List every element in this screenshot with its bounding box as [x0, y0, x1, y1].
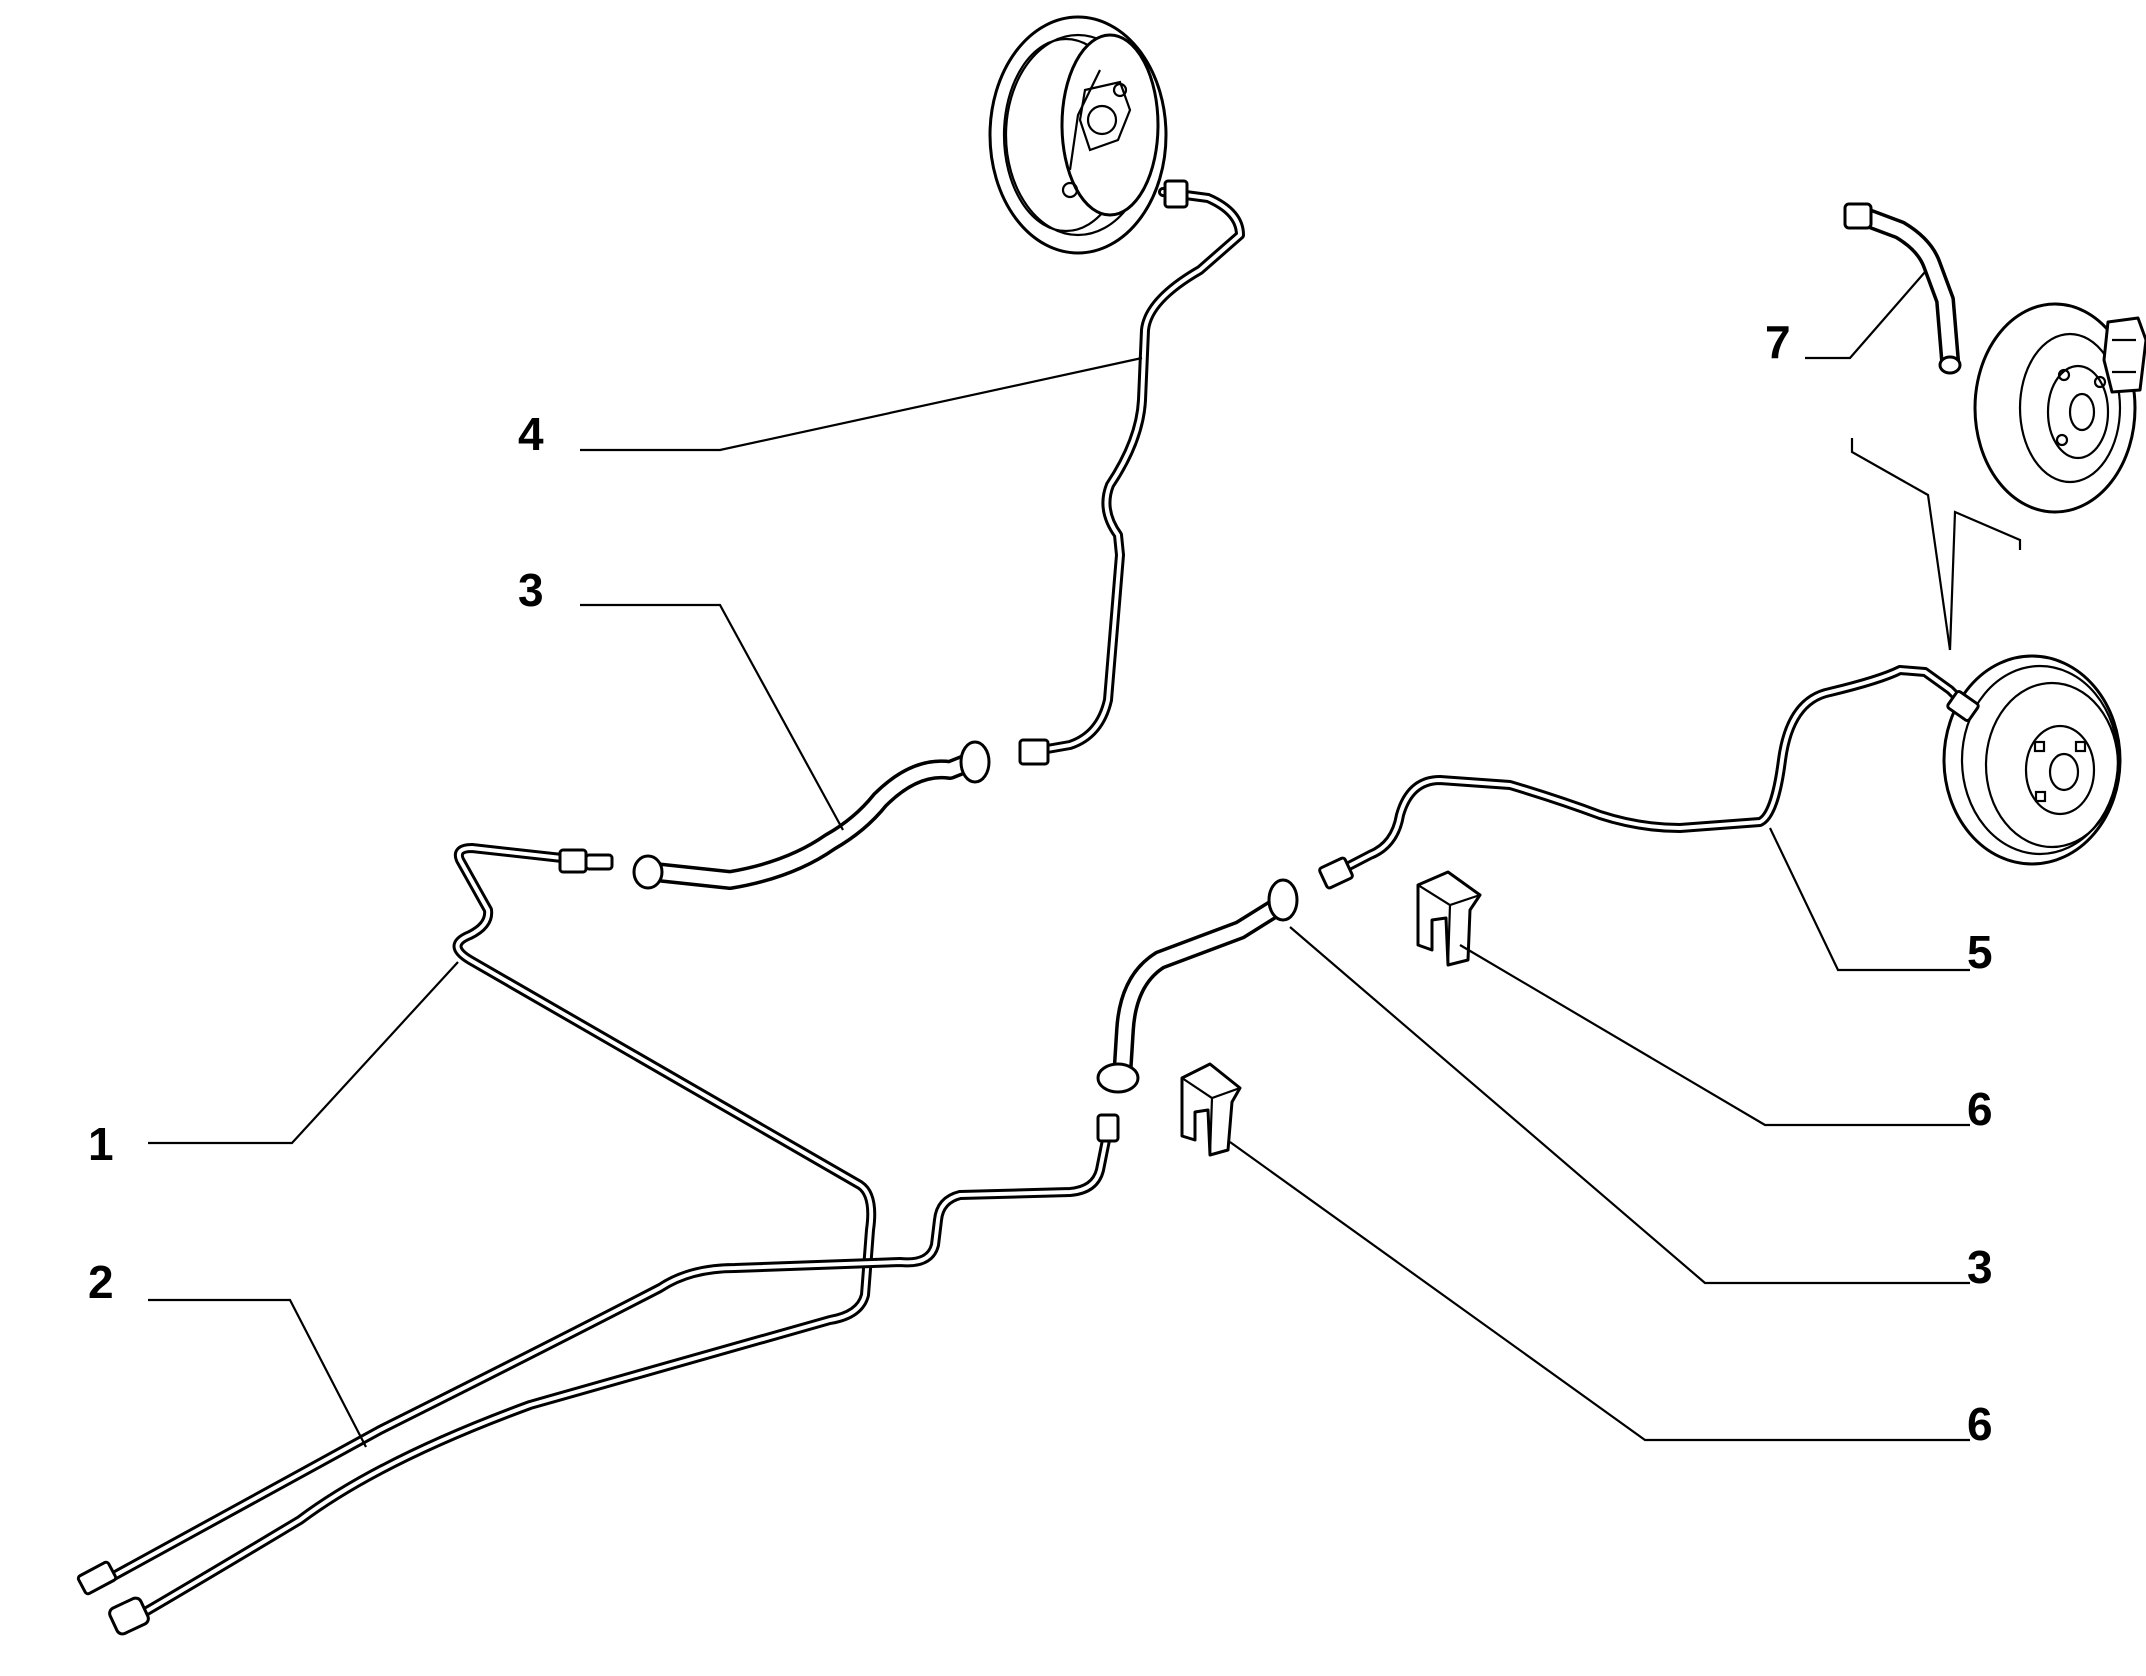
callout-6-lower: 6 — [1967, 1398, 1993, 1450]
callout-1: 1 — [88, 1118, 114, 1170]
callout-4: 4 — [518, 408, 544, 460]
brake-hose-3-upper — [632, 740, 991, 890]
drum-brake-front — [988, 15, 1168, 255]
brake-hose-3-lower — [1096, 878, 1299, 1094]
disc-brake-rear — [1973, 302, 2146, 514]
callout-6-upper: 6 — [1967, 1083, 1993, 1135]
brake-pipe-4 — [1018, 179, 1245, 766]
leader-lines — [148, 271, 1970, 1448]
callout-7: 7 — [1765, 316, 1791, 368]
brake-pipe-1 — [108, 843, 877, 1636]
brake-hose-7 — [1843, 202, 1962, 375]
callout-3-lower: 3 — [1967, 1241, 1993, 1293]
brake-pipe-5 — [1318, 665, 1980, 890]
callout-labels: 1 2 3 4 5 6 3 6 7 — [88, 316, 1993, 1450]
callout-5: 5 — [1967, 926, 1993, 978]
retaining-clip-6-lower — [1180, 1062, 1242, 1157]
drum-brake-rear — [1942, 654, 2122, 866]
assembly-indicator-lines — [1850, 438, 2022, 651]
brake-pipe-2 — [76, 1113, 1120, 1596]
callout-3-upper: 3 — [518, 564, 544, 616]
callout-2: 2 — [88, 1256, 114, 1308]
retaining-clip-6-upper — [1416, 870, 1482, 967]
